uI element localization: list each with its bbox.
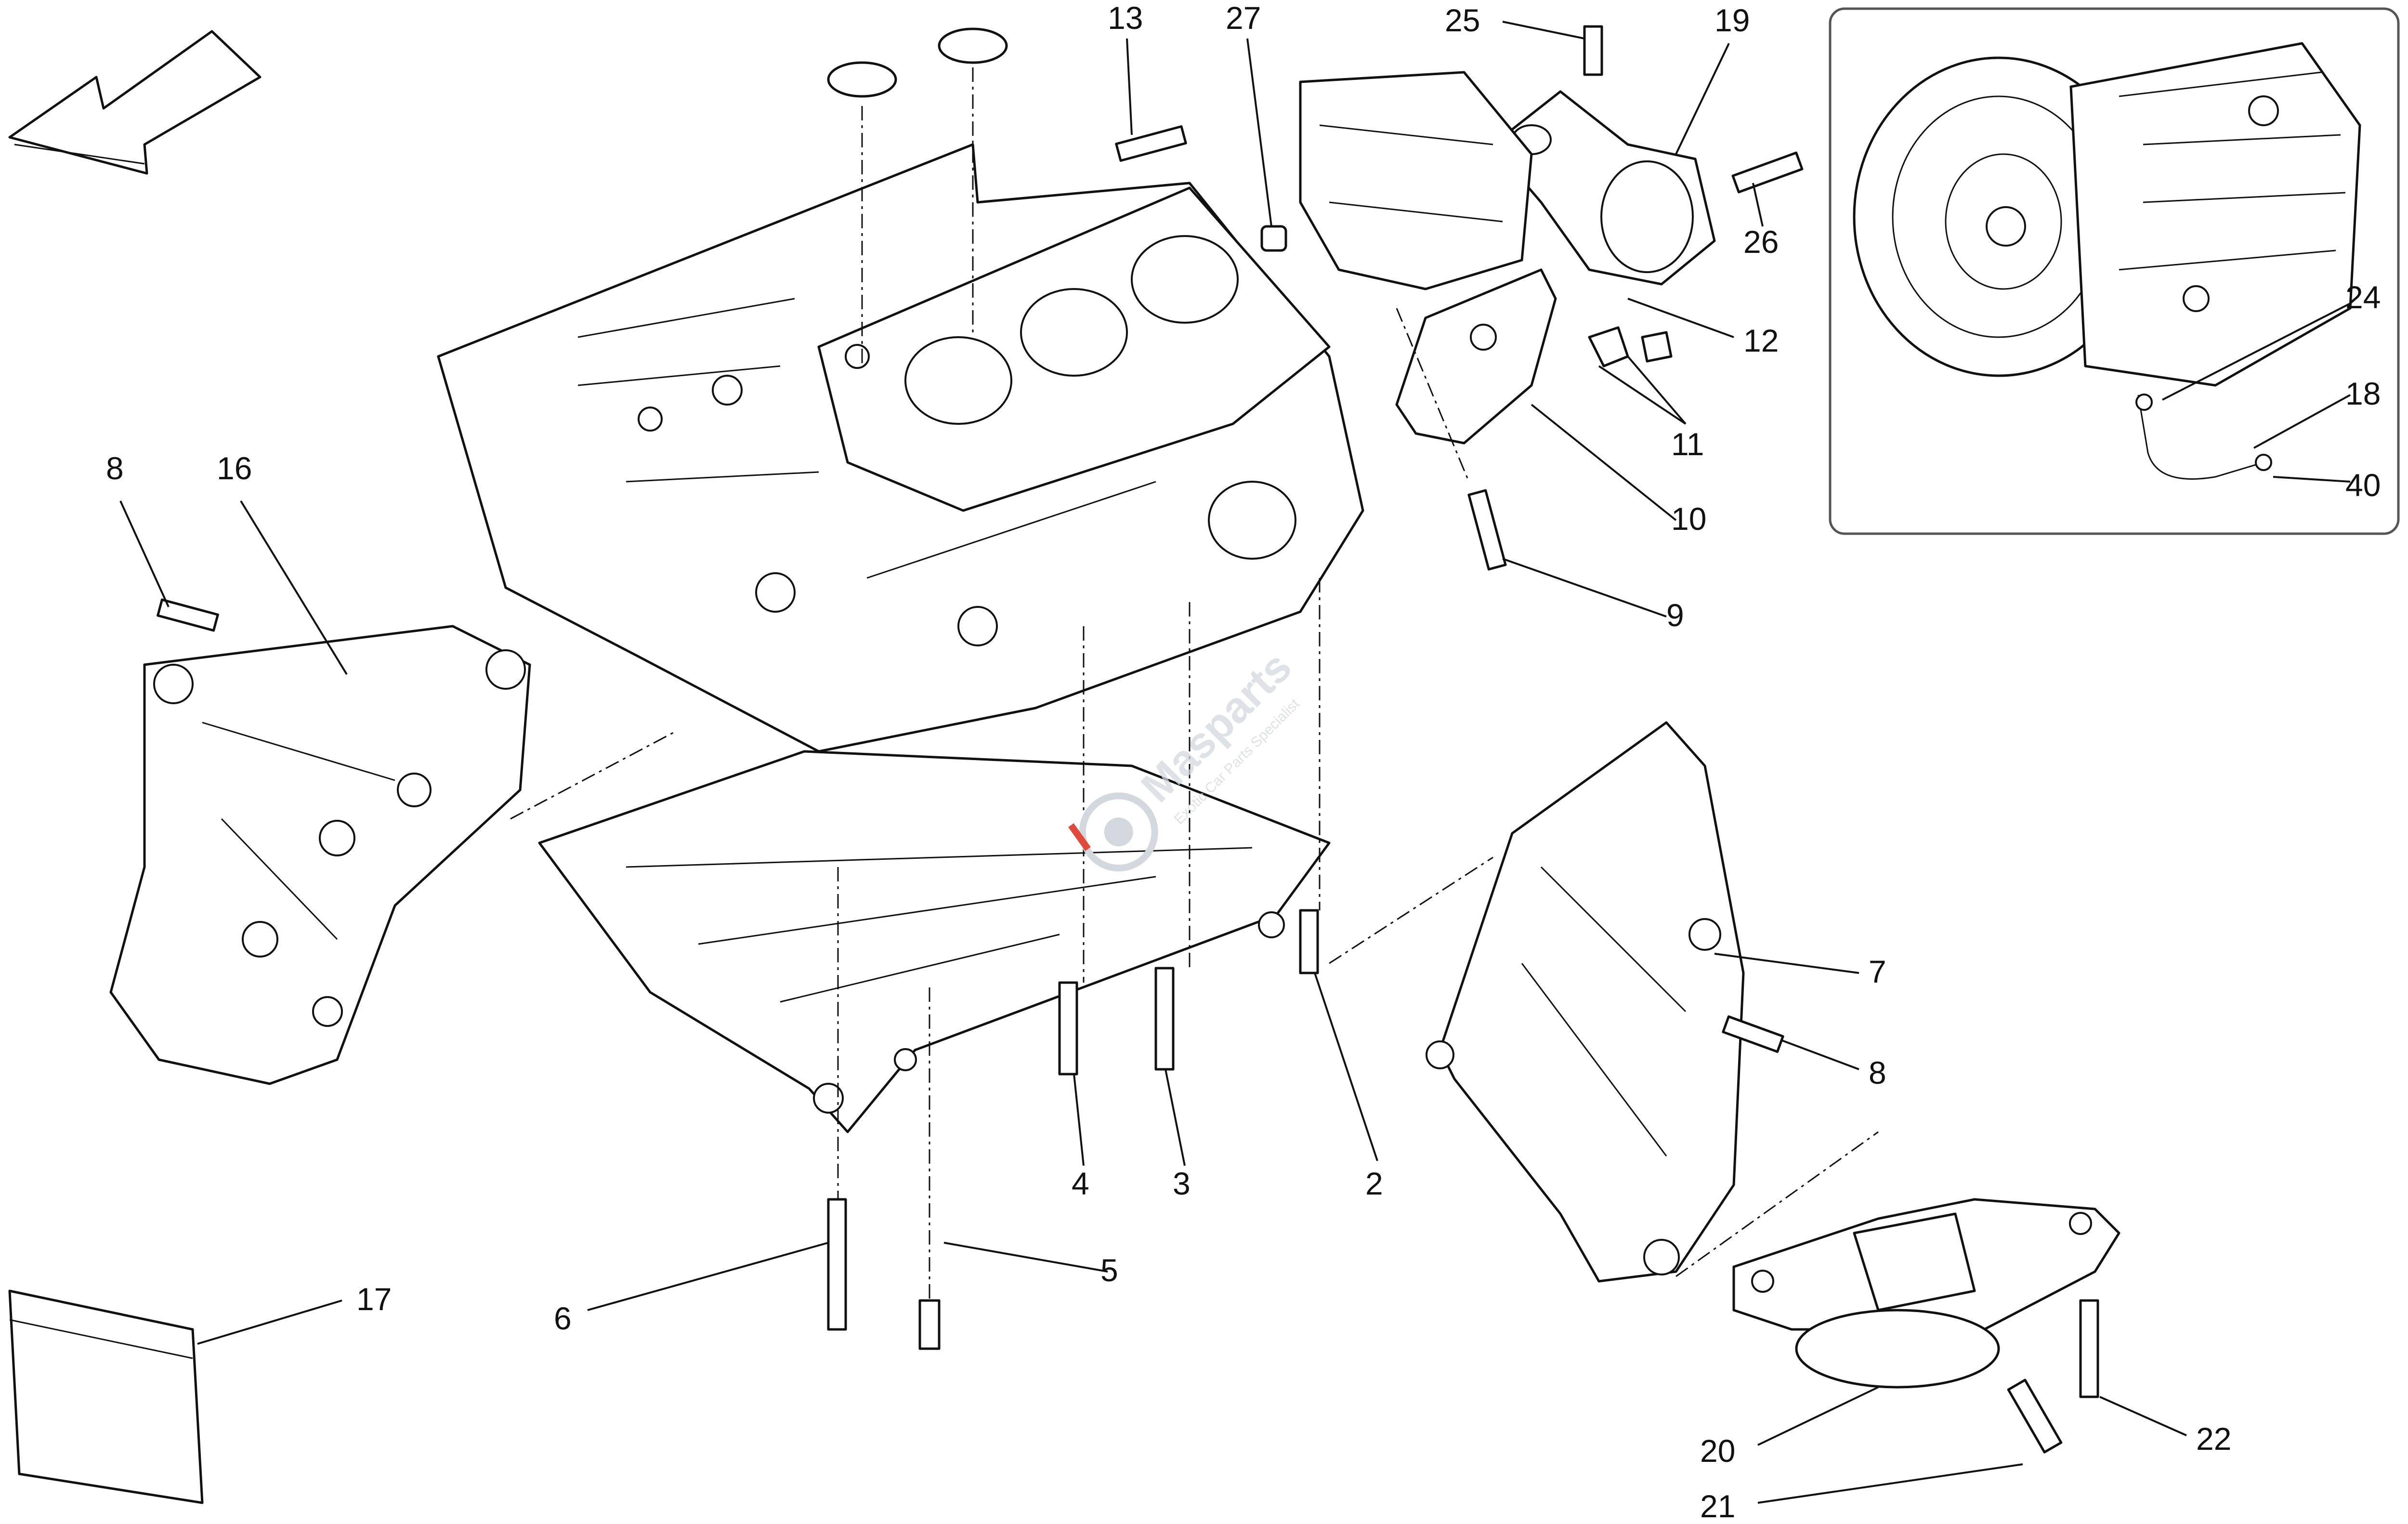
callout-20: 20 xyxy=(1700,1433,1735,1469)
callout-21: 21 xyxy=(1700,1488,1735,1524)
callout-6: 6 xyxy=(554,1301,572,1336)
callout-19: 19 xyxy=(1714,2,1750,38)
callout-11: 11 xyxy=(1671,426,1704,462)
torque-strut xyxy=(1492,90,1716,286)
callout-25: 25 xyxy=(1445,2,1480,38)
bolt-22 xyxy=(2079,1299,2099,1398)
callout-17: 17 xyxy=(356,1281,392,1317)
watermark-logo-icon xyxy=(1068,792,1158,872)
gearbox xyxy=(1853,42,2361,480)
engine-mount-lower xyxy=(1732,1198,2120,1389)
callout-4: 4 xyxy=(1072,1166,1089,1201)
callout-5: 5 xyxy=(1100,1252,1118,1288)
callout-12: 12 xyxy=(1743,323,1779,358)
callout-24: 24 xyxy=(2345,279,2381,315)
callout-3: 3 xyxy=(1173,1166,1191,1201)
bolt-8-right xyxy=(1722,1015,1784,1053)
engine-mount-bracket-right xyxy=(1426,721,1745,1283)
gasket-pack xyxy=(8,1289,204,1504)
callout-7: 7 xyxy=(1869,954,1886,989)
callout-10: 10 xyxy=(1671,501,1706,537)
bolt-3 xyxy=(1154,967,1175,1071)
callout-8-right: 8 xyxy=(1869,1055,1886,1090)
callout-26: 26 xyxy=(1743,224,1779,260)
direction-arrow-icon xyxy=(8,30,262,175)
callout-8-left: 8 xyxy=(106,450,124,486)
bolt-9 xyxy=(1467,489,1507,571)
plug-caps xyxy=(827,27,1008,98)
bolt-6 xyxy=(827,1198,847,1331)
bolt-25 xyxy=(1583,25,1603,76)
inset-frame xyxy=(1829,7,2400,535)
bolt-13 xyxy=(1115,125,1187,162)
callout-22: 22 xyxy=(2196,1421,2231,1457)
leader-lines xyxy=(119,21,2351,1504)
callout-13: 13 xyxy=(1108,0,1143,36)
bolt-8-left xyxy=(157,598,219,632)
callout-9: 9 xyxy=(1666,597,1684,633)
bolt-5 xyxy=(918,1299,941,1350)
rear-cover-assembly xyxy=(1299,71,1533,290)
engine-block xyxy=(437,143,1364,753)
callout-18: 18 xyxy=(2345,376,2381,411)
callout-16: 16 xyxy=(217,450,252,486)
callout-27: 27 xyxy=(1226,0,1261,36)
callout-40: 40 xyxy=(2345,467,2381,503)
plug-27 xyxy=(1260,225,1287,252)
bolt-2 xyxy=(1299,909,1319,974)
engine-mount-bracket-left xyxy=(109,625,531,1085)
bolt-26 xyxy=(1731,151,1804,194)
support-bracket-upper xyxy=(1395,268,1557,445)
crankcase-lower xyxy=(538,750,1331,1133)
bolt-4 xyxy=(1058,981,1078,1076)
bolt-21 xyxy=(2007,1379,2063,1454)
callout-2: 2 xyxy=(1365,1166,1383,1201)
